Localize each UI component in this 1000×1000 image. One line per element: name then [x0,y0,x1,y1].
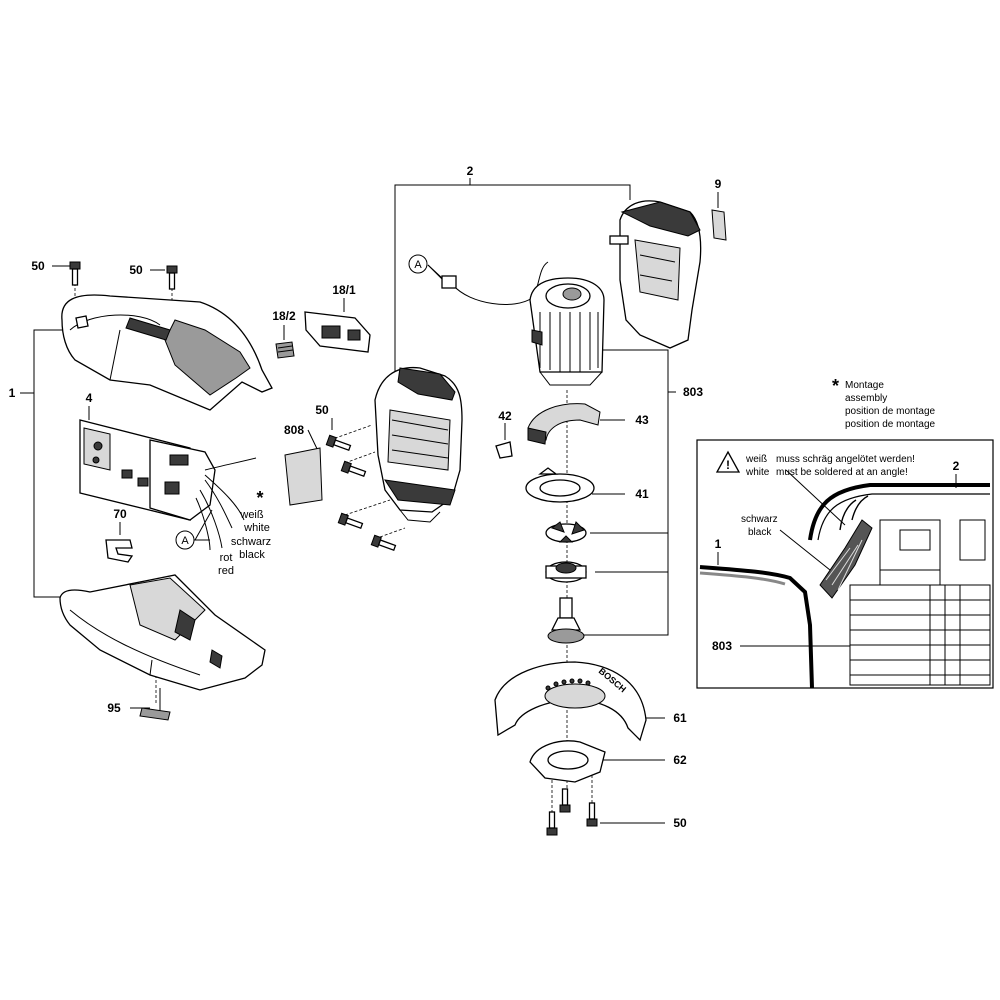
svg-text:A: A [414,259,422,271]
ball-bearing [545,561,587,583]
motor-field-803 [441,261,605,386]
spindle [547,597,585,644]
screw-top-left [69,261,81,286]
screw-housing-1 [325,434,352,452]
wire-labels: * weiß white schwarz black rot red [218,488,271,577]
screw-bottom-2 [559,788,571,813]
label-plate-95 [139,707,171,721]
label-9: 9 [715,177,722,191]
label-61: 61 [673,711,687,725]
wire-red: red [218,565,234,577]
circuit-board-4 [79,419,257,551]
insulation-808 [284,447,323,506]
label-1: 1 [9,386,16,400]
wire-star: * [256,488,263,508]
label-43: 43 [635,413,649,427]
assembly-line-2: assembly [845,393,887,404]
label-2: 2 [467,164,474,178]
warning-icon: ! [715,450,741,473]
rear-cover-housing [609,200,702,349]
label-70: 70 [113,507,127,521]
warning-white: white [745,467,770,478]
switch-18-1 [304,311,371,353]
label-42: 42 [498,409,512,423]
screw-bottom-1 [546,811,558,836]
clip-42 [495,441,513,459]
svg-text:A: A [181,535,189,547]
label-41: 41 [635,487,649,501]
sticker-9 [711,209,727,241]
guard-61: BOSCH [494,661,647,742]
warning-weiss: weiß [745,454,767,465]
wire-black: black [239,549,265,561]
callout-a-left: A [175,530,195,550]
detail-inset: ! weiß muss schräg angelötet werden! whi… [696,439,994,689]
wire-white: white [243,522,270,534]
label-18-1: 18/1 [332,283,356,297]
fan-wheel [545,521,587,543]
svg-text:!: ! [726,458,730,472]
screw-bottom-3 [586,802,598,827]
label-50-c: 50 [315,403,329,417]
screw-housing-4 [370,534,397,552]
label-18-2: 18/2 [272,309,296,323]
label-95: 95 [107,701,121,715]
assembly-star: * [832,376,839,396]
screws-50 [69,261,598,836]
screw-top-right [166,265,178,290]
label-50-d: 50 [673,816,687,830]
detail-label-1: 1 [715,537,722,551]
callout-a-top: A [408,254,428,274]
label-62: 62 [673,753,687,767]
clip-70 [105,539,134,563]
part-number-labels: 2 9 50 50 18/1 18/2 1 4 50 808 803 42 43… [9,164,722,830]
wire-schwarz: schwarz [231,536,271,548]
wire-weiss: weiß [239,509,264,521]
mounting-plate-62 [529,740,606,783]
plate-41 [525,467,595,503]
label-808: 808 [284,423,304,437]
assembly-line-1: Montage [845,380,884,391]
warning-de-text: muss schräg angelötet werden! [776,454,915,465]
detail-label-2: 2 [953,459,960,473]
label-50-a: 50 [31,259,45,273]
spring-18-2 [275,341,295,359]
detail-black: black [748,527,772,538]
screw-housing-3 [337,512,364,530]
label-803: 803 [683,385,703,399]
detail-schwarz: schwarz [741,514,778,525]
bracket-43 [527,403,601,445]
detail-label-803: 803 [712,639,732,653]
label-50-b: 50 [129,263,143,277]
warning-en-text: must be soldered at an angle! [776,467,908,478]
assembly-note: * Montage assembly position de montage p… [832,376,936,430]
upper-housing-shell [61,294,273,411]
label-4: 4 [86,391,93,405]
assembly-line-3: position de montage [845,406,936,417]
assembly-line-4: position de montage [845,419,936,430]
motor-housing-2 [374,366,463,523]
lower-housing-shell [59,574,266,691]
screw-housing-2 [340,460,367,478]
wire-rot: rot [220,552,233,564]
